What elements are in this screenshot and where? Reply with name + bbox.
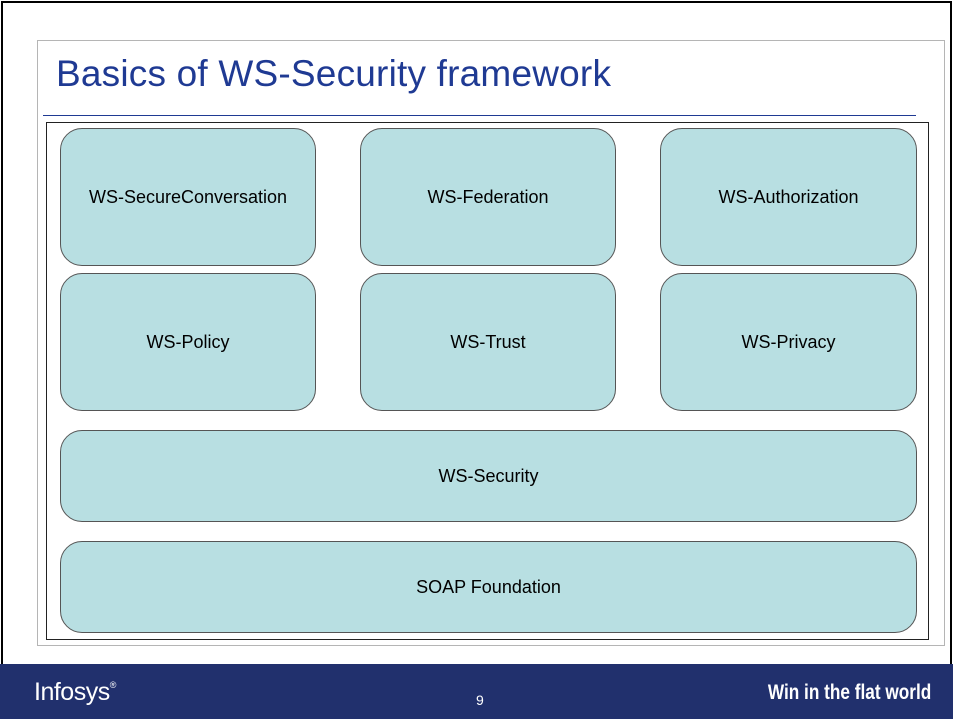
box-ws-trust: WS-Trust — [360, 273, 616, 411]
box-label: WS-Privacy — [741, 331, 836, 352]
box-soap-foundation: SOAP Foundation — [60, 541, 917, 633]
page-number: 9 — [476, 692, 484, 708]
logo-registered-mark: ® — [109, 680, 117, 690]
box-label: WS-Federation — [427, 186, 549, 207]
box-ws-secureconversation: WS-SecureConversation — [60, 128, 316, 266]
box-label: WS-SecureConversation — [88, 186, 288, 207]
diagram-frame — [46, 122, 929, 640]
box-label: WS-Authorization — [718, 186, 859, 207]
box-ws-privacy: WS-Privacy — [660, 273, 917, 411]
box-label: WS-Security — [438, 465, 539, 486]
box-ws-authorization: WS-Authorization — [660, 128, 917, 266]
logo-text: Infosys — [34, 678, 110, 706]
title-underline — [43, 115, 916, 116]
footer-bar: Infosys® 9 Win in the flat world — [0, 664, 953, 719]
box-label: WS-Policy — [146, 331, 230, 352]
infosys-logo: Infosys® — [34, 678, 116, 707]
slide-title: Basics of WS-Security framework — [56, 53, 612, 94]
footer-tagline: Win in the flat world — [767, 681, 931, 704]
box-label: SOAP Foundation — [416, 576, 561, 597]
box-ws-federation: WS-Federation — [360, 128, 616, 266]
box-ws-security: WS-Security — [60, 430, 917, 522]
box-ws-policy: WS-Policy — [60, 273, 316, 411]
box-label: WS-Trust — [450, 331, 526, 352]
